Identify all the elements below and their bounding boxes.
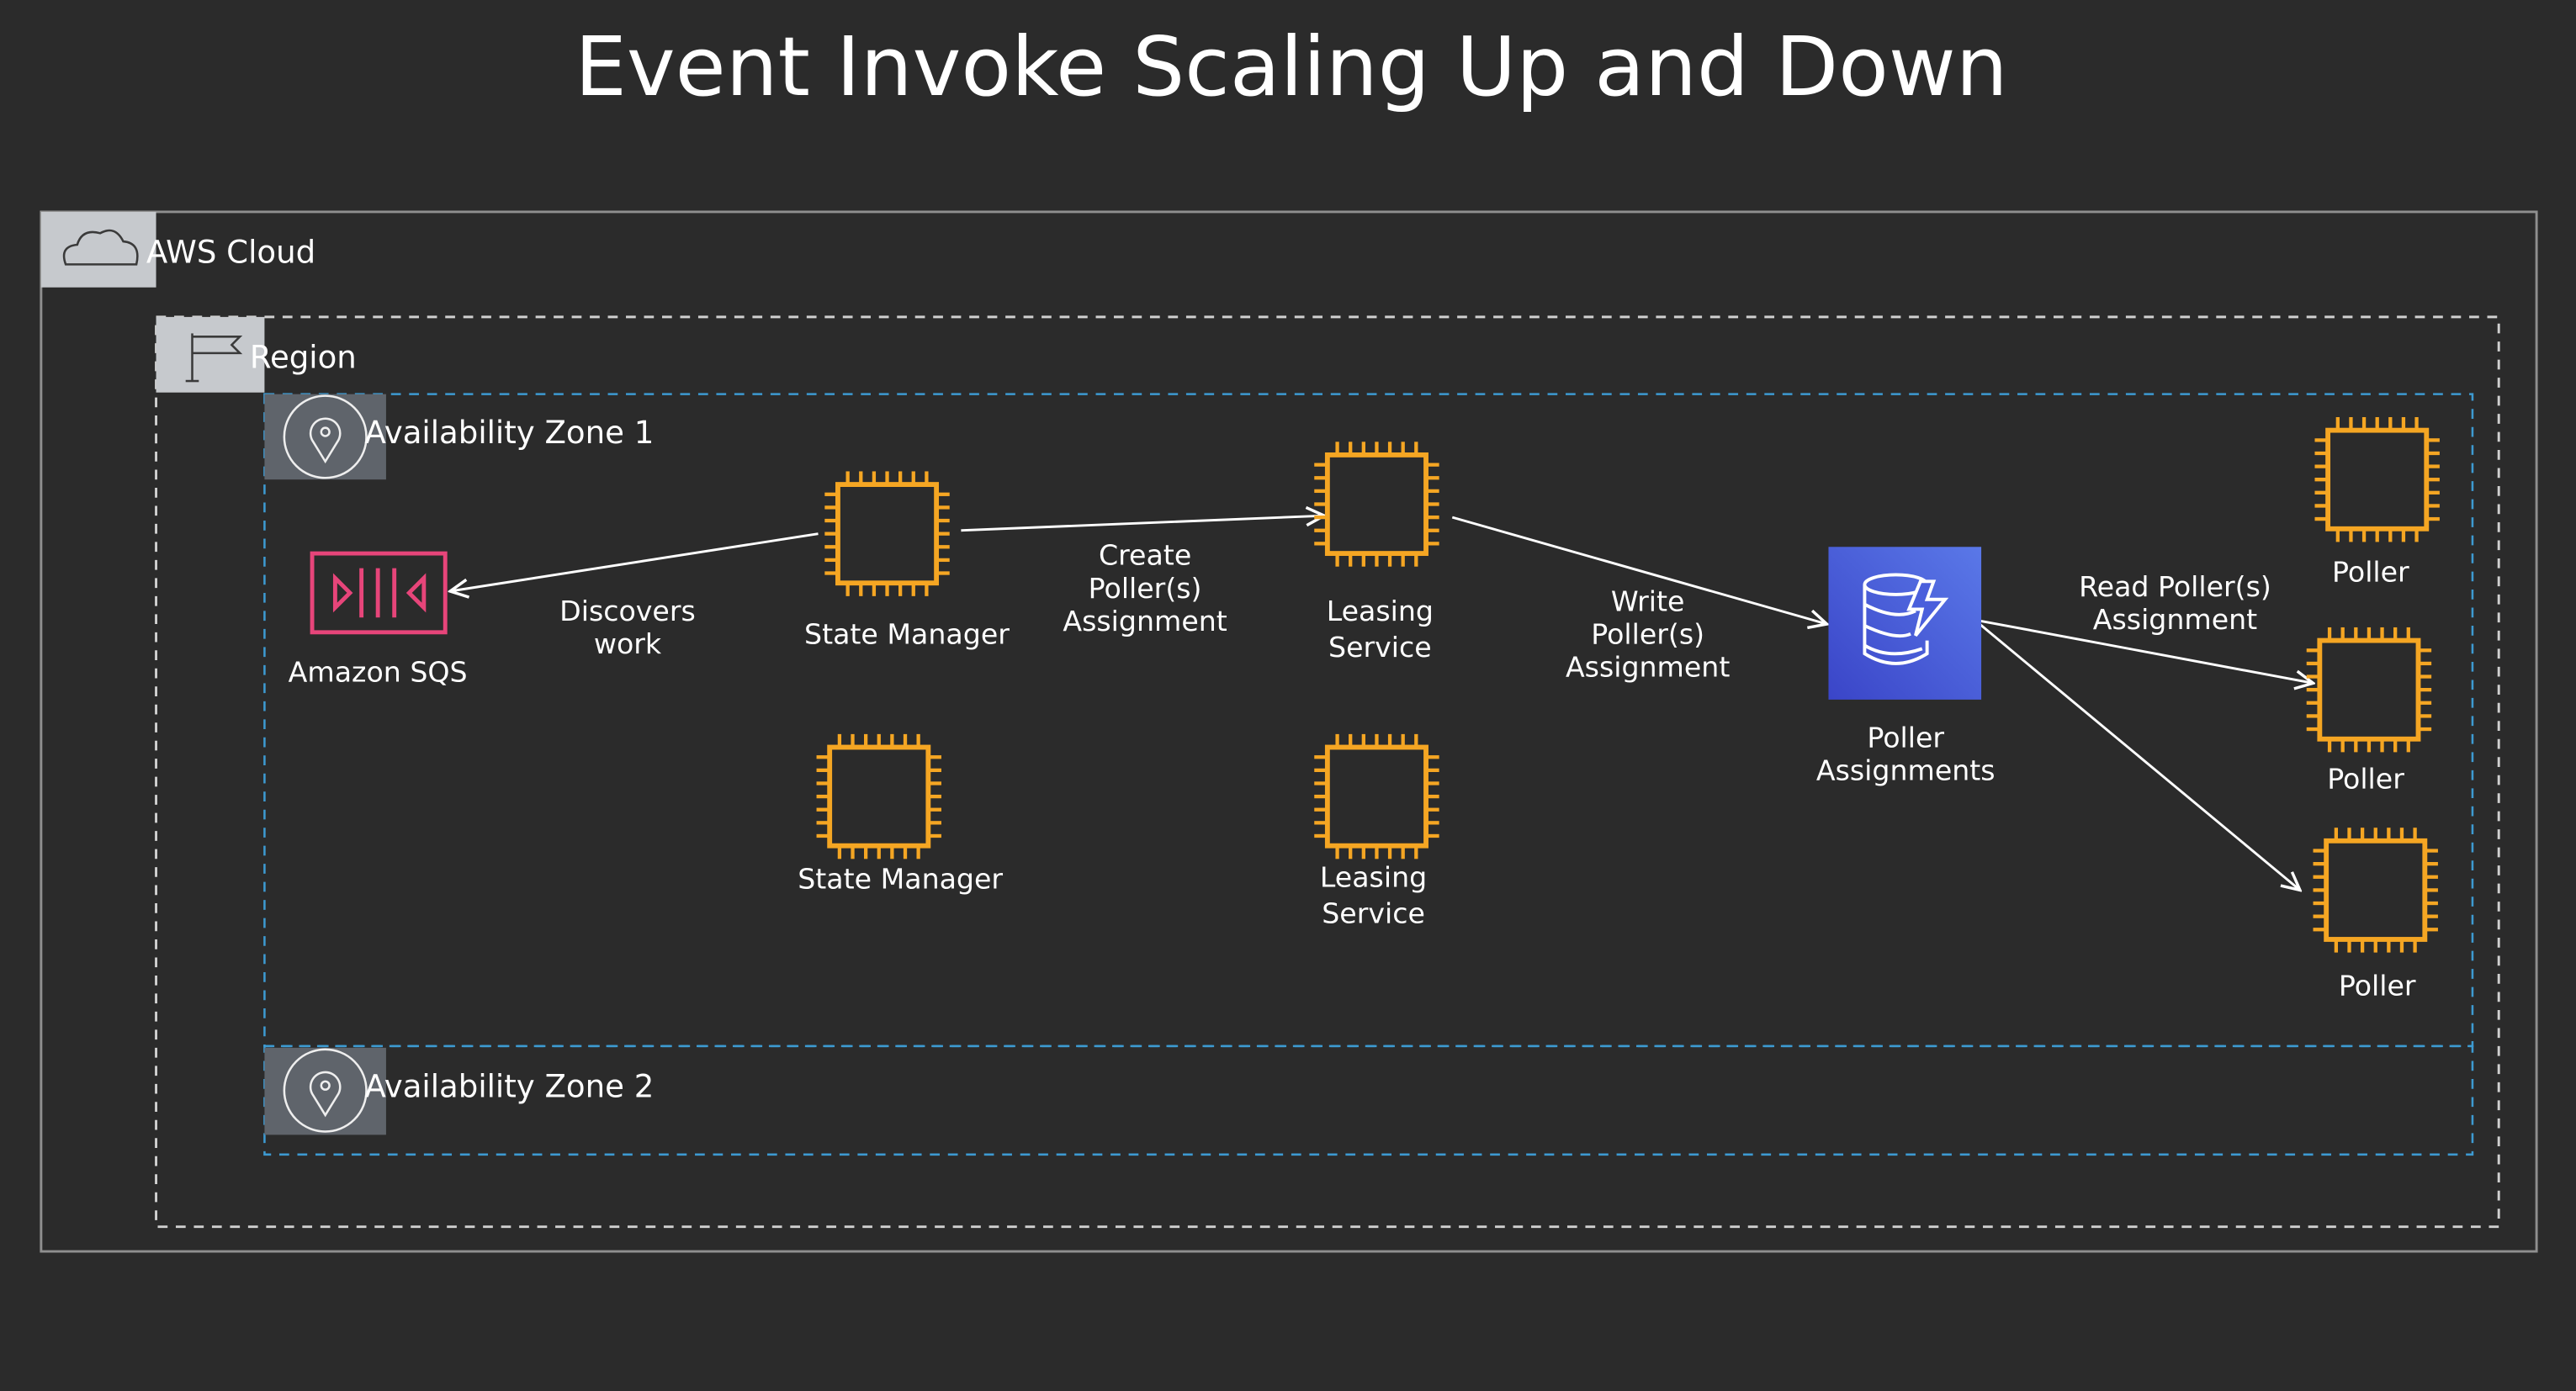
cloud-icon xyxy=(62,229,139,266)
arrows xyxy=(450,516,2313,890)
poller-1-node[interactable] xyxy=(2314,417,2440,542)
state-manager-1-label: State Manager xyxy=(804,617,1010,650)
availability-zone-1-group: Availability Zone 1 xyxy=(263,393,2474,1048)
region-label: Region xyxy=(250,339,357,375)
aws-cloud-group: AWS Cloud xyxy=(40,210,2538,1253)
location-pin-icon xyxy=(283,1048,368,1133)
compute-chip-icon xyxy=(1314,733,1439,859)
region-group: Region xyxy=(155,315,2500,1229)
amazon-sqs-node[interactable]: Amazon SQS xyxy=(289,551,468,688)
slide-title: Event Invoke Scaling Up and Down xyxy=(575,19,2007,115)
availability-zone-2-group: Availability Zone 2 xyxy=(263,1045,2474,1156)
sqs-queue-icon xyxy=(310,551,448,635)
az2-label: Availability Zone 2 xyxy=(365,1068,655,1104)
state-manager-2-node[interactable] xyxy=(816,733,941,859)
arrow-dynamodb-to-poller-3 xyxy=(1979,622,2300,890)
poller-2-label: Poller xyxy=(2327,762,2404,795)
arrow-state-manager-to-leasing xyxy=(961,516,1324,532)
read-assignment-label: Read Poller(s)Assignment xyxy=(2079,570,2271,636)
az1-label: Availability Zone 1 xyxy=(365,415,655,451)
compute-chip-icon xyxy=(2314,417,2440,542)
aws-cloud-label: AWS Cloud xyxy=(146,234,315,270)
leasing-service-1-node[interactable] xyxy=(1314,442,1439,567)
state-manager-1-node[interactable] xyxy=(824,471,950,596)
poller-2-node[interactable] xyxy=(2306,627,2432,753)
compute-chip-icon xyxy=(2306,627,2432,753)
leasing-service-2-node[interactable] xyxy=(1314,733,1439,859)
flag-icon xyxy=(185,333,243,383)
poller-3-label: Poller xyxy=(2339,969,2416,1002)
poller-3-node[interactable] xyxy=(2313,828,2438,953)
arrow-state-manager-to-sqs xyxy=(450,532,819,591)
compute-chip-icon xyxy=(816,733,941,859)
compute-chip-icon xyxy=(824,471,950,596)
arrow-leasing-to-dynamodb xyxy=(1451,516,1826,624)
dynamodb-icon xyxy=(1863,573,1949,665)
poller-1-label: Poller xyxy=(2332,555,2409,588)
arrow-dynamodb-to-poller-2 xyxy=(1979,619,2313,683)
sqs-label: Amazon SQS xyxy=(289,655,468,688)
location-pin-icon xyxy=(283,394,368,479)
state-manager-2-label: State Manager xyxy=(798,862,1003,895)
compute-chip-icon xyxy=(2313,828,2438,953)
compute-chip-icon xyxy=(1314,442,1439,567)
